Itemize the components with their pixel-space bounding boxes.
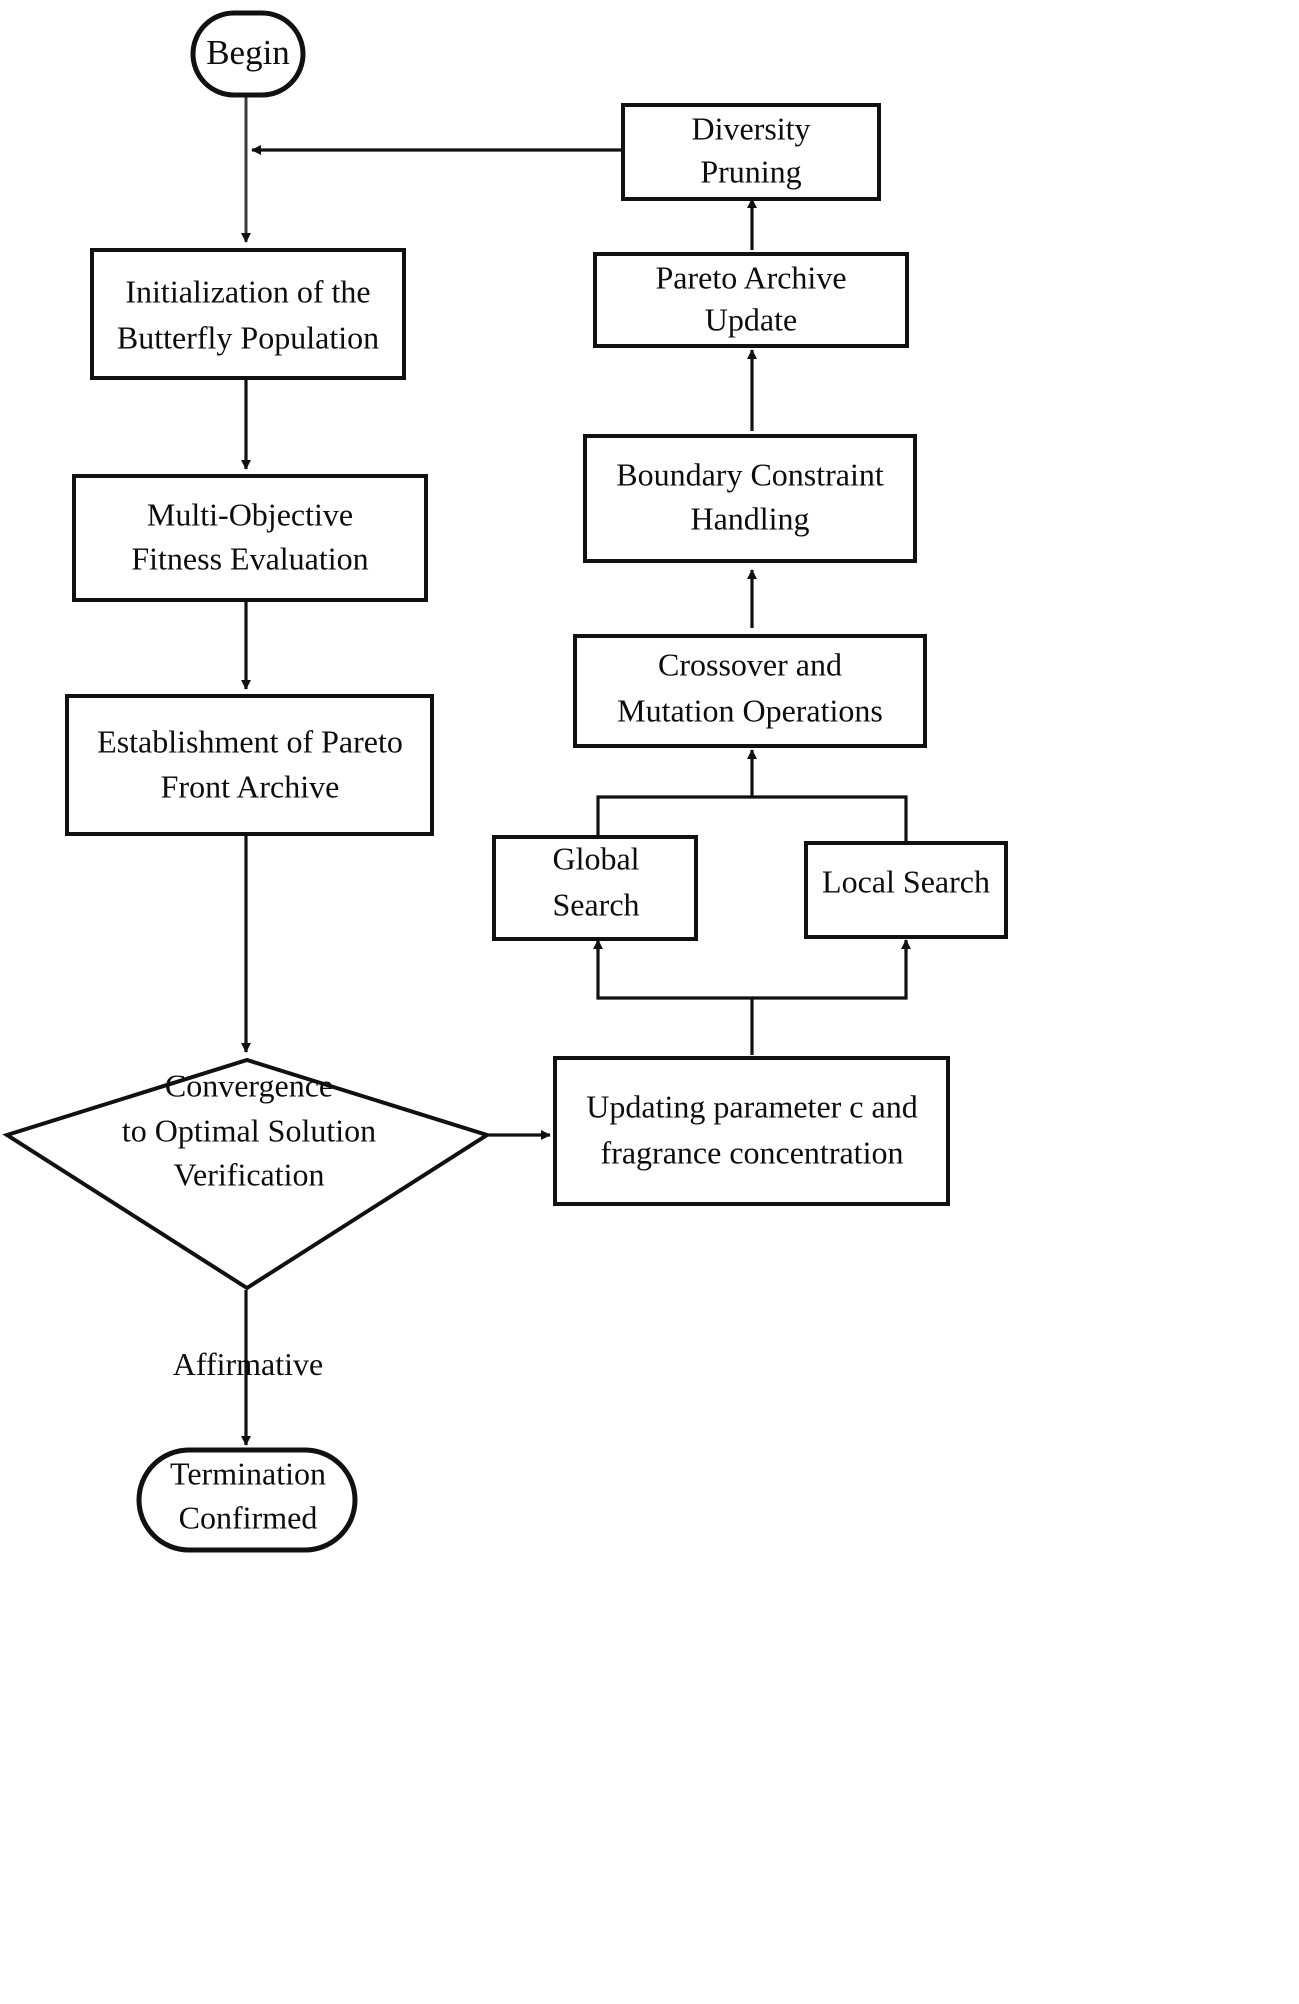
node-pareto-front-archive[interactable]: Establishment of Pareto Front Archive (65, 694, 434, 836)
node-crossover-line1: Crossover and (658, 646, 842, 682)
node-fitness-line2: Fitness Evaluation (131, 540, 368, 576)
node-boundary-constraint[interactable]: Boundary Constraint Handling (583, 434, 917, 563)
node-fitness-evaluation[interactable]: Multi-Objective Fitness Evaluation (72, 474, 428, 602)
node-pareto-archive-update[interactable]: Pareto Archive Update (593, 252, 909, 348)
node-convergence-line2: to Optimal Solution (122, 1112, 376, 1148)
node-global-search-line2: Search (552, 886, 639, 922)
node-boundary-line2: Handling (690, 500, 809, 536)
node-updating-parameter[interactable]: Updating parameter c and fragrance conce… (553, 1056, 950, 1206)
node-local-search[interactable]: Local Search (804, 841, 1008, 939)
node-termination-confirmed[interactable]: Termination Confirmed (136, 1447, 358, 1553)
node-archive-line1: Establishment of Pareto (97, 723, 403, 759)
edge-label-affirmative: Affirmative (173, 1346, 323, 1382)
node-local-search-label: Local Search (822, 863, 990, 899)
node-convergence-line1: Convergence (165, 1067, 333, 1103)
node-initialization-line1: Initialization of the (125, 273, 370, 309)
node-crossover-line2: Mutation Operations (617, 692, 883, 728)
node-global-search-line1: Global (552, 840, 639, 876)
node-global-search[interactable]: Global Search (492, 835, 698, 941)
node-archive-line2: Front Archive (161, 768, 340, 804)
node-pareto-update-line1: Pareto Archive (655, 259, 846, 295)
node-initialization[interactable]: Initialization of the Butterfly Populati… (90, 248, 406, 380)
node-fitness-line1: Multi-Objective (147, 496, 353, 532)
edge-searches-to-crossover (596, 749, 908, 843)
node-termination-line1: Termination (170, 1455, 326, 1491)
node-pareto-update-line2: Update (705, 301, 797, 337)
node-convergence-line3: Verification (173, 1156, 324, 1192)
node-diversity-pruning[interactable]: Diversity Pruning (621, 103, 881, 201)
node-termination-line2: Confirmed (179, 1499, 318, 1535)
edge-updating-to-searches (592, 939, 912, 1055)
node-crossover-mutation[interactable]: Crossover and Mutation Operations (573, 634, 927, 748)
node-diversity-line1: Diversity (691, 110, 810, 146)
node-updating-line1: Updating parameter c and (586, 1088, 917, 1124)
node-convergence-decision[interactable]: Convergence to Optimal Solution Verifica… (2, 1057, 492, 1291)
node-diversity-line2: Pruning (700, 153, 801, 189)
node-boundary-line1: Boundary Constraint (616, 456, 884, 492)
node-begin[interactable]: Begin (190, 10, 306, 98)
node-updating-line2: fragrance concentration (601, 1134, 904, 1170)
node-begin-label: Begin (206, 33, 290, 72)
node-initialization-line2: Butterfly Population (117, 319, 379, 355)
